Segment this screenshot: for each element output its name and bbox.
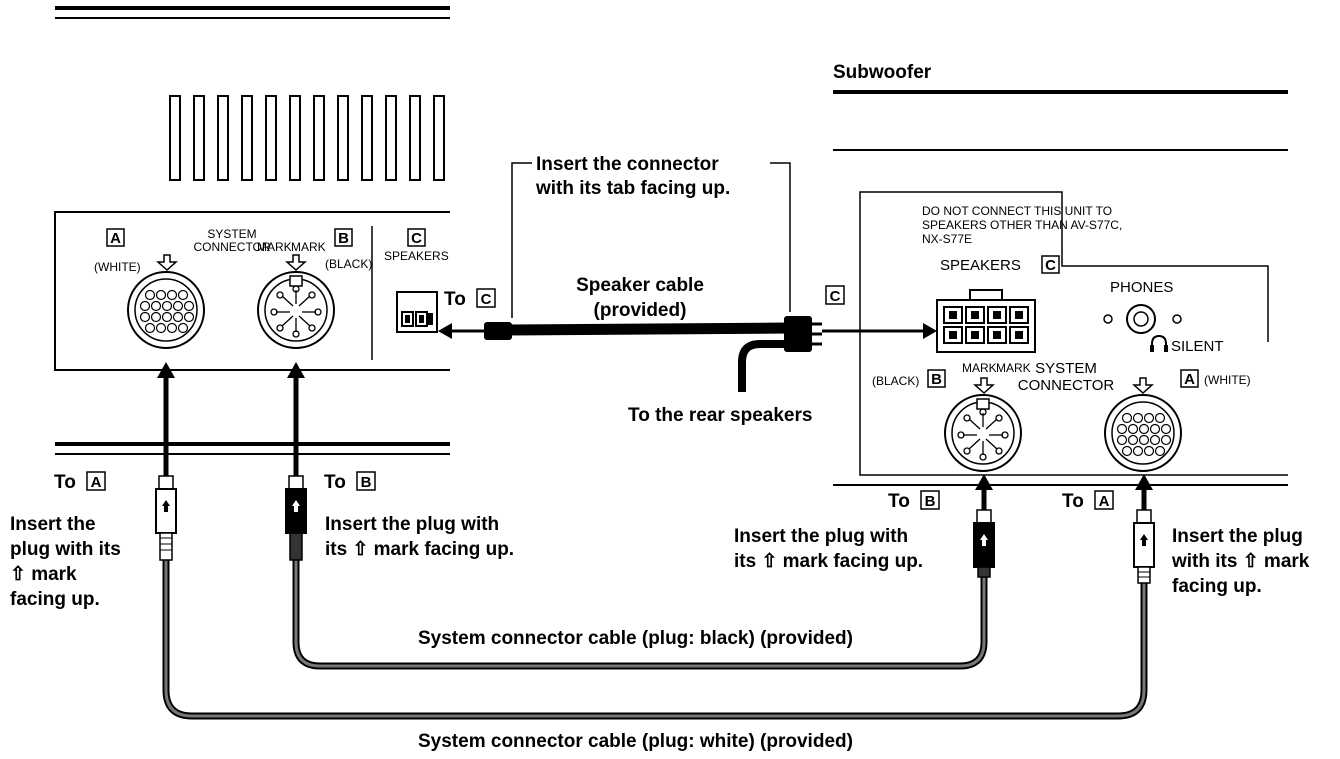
- speaker-cable-left-plug: [484, 322, 512, 340]
- system-cable-black: [292, 560, 988, 670]
- subwoofer-title: Subwoofer: [833, 62, 932, 83]
- speaker-cable-right-plug: [784, 316, 812, 352]
- sub-connector-b-black: [944, 394, 1022, 472]
- left-white-plug: [155, 475, 177, 561]
- right-white-plug: [1133, 509, 1155, 584]
- sub-mark-a: MARK: [996, 361, 1031, 375]
- main-a-box: A: [110, 230, 121, 247]
- headphones-icon: [1150, 334, 1168, 352]
- warning-line-3: NX-S77E: [922, 232, 972, 246]
- sub-mark-b: MARK: [962, 361, 997, 375]
- main-system-connector-1: SYSTEM: [207, 227, 256, 241]
- arrow-right-icon: [923, 323, 937, 339]
- phones-jack[interactable]: [1126, 304, 1156, 334]
- main-b-color: (BLACK): [325, 257, 372, 271]
- insert-plug-left-1: Insert the: [10, 514, 96, 535]
- insert-plug-right-1: Insert the plug: [1172, 526, 1303, 547]
- insert-plug-left-2: plug with its: [10, 539, 121, 560]
- sub-speaker-terminal: [936, 289, 1036, 353]
- indicator-dot: [1172, 314, 1182, 324]
- mark-arrow-icon: [973, 377, 995, 395]
- mark-arrow-icon: [1132, 377, 1154, 395]
- right-black-plug: [973, 509, 995, 578]
- main-system-connector-2: CONNECTOR: [193, 240, 270, 254]
- main-connector-b-black: [257, 271, 335, 349]
- warning-line-1: DO NOT CONNECT THIS UNIT TO: [922, 204, 1112, 218]
- to-a-right-prefix: To: [1062, 491, 1084, 512]
- insert-plug-mid-1: Insert the plug with: [325, 514, 499, 535]
- to-a-right-box: A: [1099, 493, 1110, 510]
- main-a-color: (WHITE): [94, 260, 141, 274]
- arrow-up-icon: [157, 362, 175, 378]
- sub-b-box: B: [931, 371, 942, 388]
- arrow-left-icon: [438, 323, 452, 339]
- rear-speakers-label: To the rear speakers: [628, 405, 812, 426]
- to-b-left-box: B: [361, 474, 372, 491]
- cable-black-label: System connector cable (plug: black) (pr…: [418, 628, 853, 649]
- to-a-left-prefix: To: [54, 472, 76, 493]
- arrow-up-icon: [1135, 474, 1153, 490]
- insert-connector-line-1: Insert the connector: [536, 154, 719, 175]
- main-mark-b: MARK: [291, 240, 326, 254]
- sub-system-connector-1: SYSTEM: [1035, 360, 1097, 377]
- sub-system-connector-2: CONNECTOR: [1018, 377, 1115, 394]
- insert-plug-right-mid-1: Insert the plug with: [734, 526, 908, 547]
- to-b-right-box: B: [925, 493, 936, 510]
- left-black-plug: [285, 475, 307, 561]
- silent-label: SILENT: [1171, 338, 1224, 355]
- main-unit: A (WHITE) SYSTEM CONNECTOR MARK MARK B (…: [54, 6, 450, 455]
- insert-connector-line-2: with its tab facing up.: [535, 178, 730, 199]
- insert-plug-mid-2: its ⇧ mark facing up.: [325, 539, 514, 560]
- insert-plug-right-3: facing up.: [1172, 576, 1262, 597]
- main-speakers-label: SPEAKERS: [384, 249, 449, 263]
- speaker-cable-line-1: Speaker cable: [576, 275, 704, 296]
- vent-slots: [169, 95, 445, 181]
- main-c-box: C: [411, 230, 422, 247]
- sub-a-color: (WHITE): [1204, 373, 1251, 387]
- phones-label: PHONES: [1110, 279, 1173, 296]
- insert-plug-right-2: with its ⇧ mark: [1171, 551, 1310, 572]
- sub-c-box: C: [1045, 257, 1056, 274]
- insert-plug-left-4: facing up.: [10, 589, 100, 610]
- arrow-up-icon: [975, 474, 993, 490]
- main-mark-a: MARK: [257, 240, 292, 254]
- mark-arrow-icon: [156, 254, 178, 272]
- system-cable-white: [162, 560, 1148, 720]
- sub-speakers-label: SPEAKERS: [940, 257, 1021, 274]
- arrow-up-icon: [287, 362, 305, 378]
- to-a-left-box: A: [91, 474, 102, 491]
- main-b-box: B: [338, 230, 349, 247]
- main-connector-a-white: [127, 271, 205, 349]
- warning-line-2: SPEAKERS OTHER THAN AV-S77C,: [922, 218, 1122, 232]
- to-c-left-prefix: To: [444, 289, 466, 310]
- subwoofer-unit: Subwoofer DO NOT CONNECT THIS UNIT TO SP…: [833, 62, 1288, 486]
- insert-plug-right-mid-2: its ⇧ mark facing up.: [734, 551, 923, 572]
- sub-a-box: A: [1184, 371, 1195, 388]
- main-speaker-terminal: [396, 291, 438, 333]
- to-b-right-prefix: To: [888, 491, 910, 512]
- c-box-right: C: [830, 288, 841, 305]
- speaker-cable-line-2: (provided): [594, 300, 687, 321]
- sub-connector-a-white: [1104, 394, 1182, 472]
- to-c-left-box: C: [481, 291, 492, 308]
- speaker-cable: [438, 162, 937, 392]
- insert-plug-left-3: ⇧ mark: [10, 564, 77, 585]
- sub-b-color: (BLACK): [872, 374, 919, 388]
- indicator-dot: [1103, 314, 1113, 324]
- to-b-left-prefix: To: [324, 472, 346, 493]
- mark-arrow-icon: [285, 254, 307, 272]
- cable-white-label: System connector cable (plug: white) (pr…: [418, 731, 853, 752]
